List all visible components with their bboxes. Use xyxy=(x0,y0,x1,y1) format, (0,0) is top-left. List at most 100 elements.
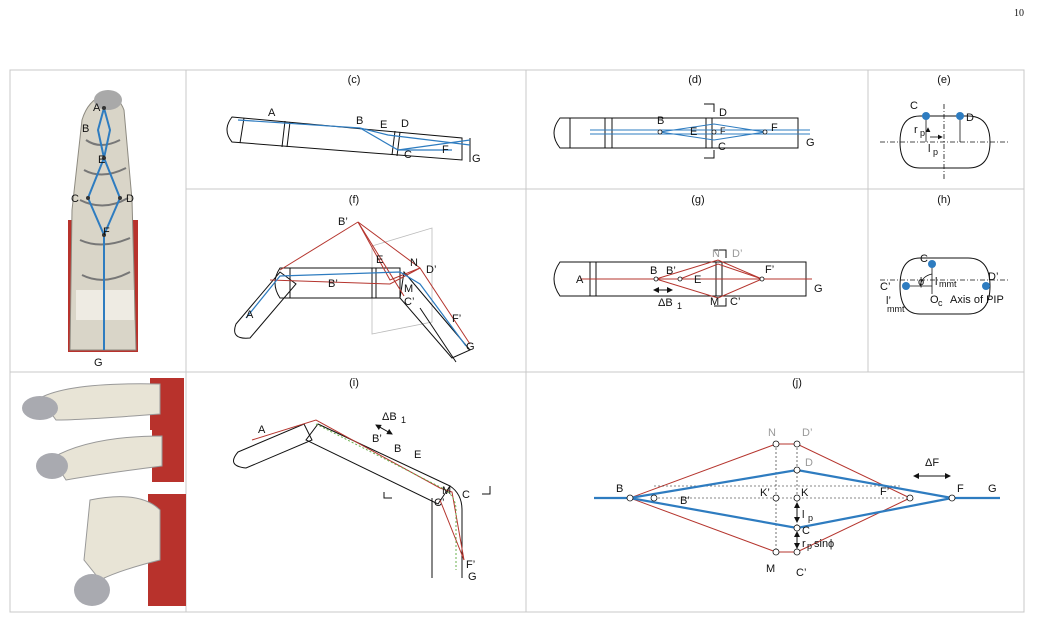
photo-label-g: G xyxy=(94,357,103,369)
h-label-o: O xyxy=(930,294,939,306)
i-label-g: G xyxy=(468,571,477,583)
h-label-mmt2: mmt xyxy=(887,304,905,314)
d-label-c: C xyxy=(718,141,726,153)
h-label-phi: ϕ xyxy=(918,276,924,288)
j-label-f: F xyxy=(957,483,964,495)
j-label-d2: D’ xyxy=(802,427,812,439)
f-label-b-top: B’ xyxy=(338,216,348,228)
j-label-sinphi: sinϕ xyxy=(814,538,834,550)
g-label-delta: ΔB xyxy=(658,297,673,309)
i-label-b2: B’ xyxy=(372,433,382,445)
d-label-d: D xyxy=(719,107,727,119)
caption-h: (h) xyxy=(937,194,950,206)
i-label-e: E xyxy=(414,449,421,461)
f-label-f: F’ xyxy=(452,313,461,325)
j-label-n: N xyxy=(768,427,776,439)
photo-finger-sequence xyxy=(22,378,186,606)
j-label-g: G xyxy=(988,483,997,495)
panel-e: (e) C D r p l p xyxy=(880,74,1010,180)
g-label-e: E xyxy=(694,274,701,286)
j-label-f2: F’ xyxy=(880,486,889,498)
i-label-delta-sub: 1 xyxy=(401,415,406,425)
h-label-c-sub: c xyxy=(938,298,943,308)
h-label-c2: C’ xyxy=(880,281,890,293)
g-label-a: A xyxy=(576,274,584,286)
caption-g: (g) xyxy=(691,194,704,206)
e-label-c: C xyxy=(910,100,918,112)
caption-f: (f) xyxy=(349,194,359,206)
caption-i: (i) xyxy=(349,377,359,389)
h-label-d: D’ xyxy=(988,271,998,283)
c-label-a: A xyxy=(268,107,276,119)
c-label-g: G xyxy=(472,153,481,165)
h-label-l: l xyxy=(935,276,937,288)
i-label-a: A xyxy=(258,424,266,436)
j-label-d: D xyxy=(805,457,813,469)
j-label-b2: B’ xyxy=(680,495,690,507)
f-label-b-mid: B’ xyxy=(328,278,338,290)
caption-c: (c) xyxy=(348,74,361,86)
h-label-lprime: l’ xyxy=(886,295,891,307)
d-label-e: E xyxy=(690,126,697,138)
e-label-l: l xyxy=(928,143,930,155)
g-label-n: N xyxy=(712,248,720,260)
c-label-c: C xyxy=(404,149,412,161)
h-label-mmt: mmt xyxy=(939,279,957,289)
c-label-b: B xyxy=(356,115,363,127)
caption-j: (j) xyxy=(792,377,802,389)
j-label-m: M xyxy=(766,563,775,575)
j-label-c: C xyxy=(802,525,810,537)
caption-d: (d) xyxy=(688,74,701,86)
photo-finger-top: A B E C D F G xyxy=(68,90,138,369)
panel-g: (g) N D’ A B B’ E F’ G ΔB 1 M C’ xyxy=(553,194,823,311)
g-label-d: D’ xyxy=(732,248,742,260)
panel-d: (d) B D F E C F G xyxy=(553,74,815,159)
e-label-d: D xyxy=(966,112,974,124)
e-label-p2: p xyxy=(933,147,938,157)
f-label-a: A xyxy=(246,309,254,321)
c-label-d: D xyxy=(401,118,409,130)
j-label-c2: C’ xyxy=(796,567,806,579)
caption-e: (e) xyxy=(937,74,950,86)
i-label-m: M xyxy=(442,485,451,497)
i-label-f: F’ xyxy=(466,559,475,571)
g-label-b: B xyxy=(650,265,657,277)
f-label-m: M xyxy=(404,283,413,295)
panel-j: (j) N D’ D ΔF B B’ K’ K xyxy=(594,377,1000,579)
j-label-k2: K’ xyxy=(760,487,770,499)
e-label-p1: p xyxy=(920,128,925,138)
photo-label-c: C xyxy=(71,193,79,205)
page-number: 10 xyxy=(1014,8,1024,19)
panel-h: (h) C C’ ϕ l mmt D’ O c Axis of PIP l’ m… xyxy=(880,194,1010,315)
photo-label-a: A xyxy=(93,102,101,114)
j-label-delta-f: ΔF xyxy=(925,457,939,469)
h-label-axis: Axis of PIP xyxy=(950,294,1004,306)
d-label-b: B xyxy=(657,115,664,127)
j-label-r: r xyxy=(802,538,806,550)
panel-f: (f) B’ E N D’ B’ M C’ F’ A G xyxy=(234,194,475,363)
c-label-f: F xyxy=(442,144,449,156)
f-label-g: G xyxy=(466,341,475,353)
photo-label-b: B xyxy=(82,123,89,135)
j-label-l: l xyxy=(802,509,804,521)
photo-label-e: E xyxy=(98,154,105,166)
i-label-c: C xyxy=(462,489,470,501)
panel-c: (c) A B E D C F G xyxy=(226,74,481,165)
g-label-c: C’ xyxy=(730,296,740,308)
d-label-f: F xyxy=(771,122,778,134)
g-label-b2: B’ xyxy=(666,265,676,277)
j-label-p2: p xyxy=(807,541,812,551)
f-label-d: D’ xyxy=(426,264,436,276)
f-label-n: N xyxy=(410,257,418,269)
i-label-c2: C’ xyxy=(434,497,444,509)
j-label-b: B xyxy=(616,483,623,495)
j-label-p1: p xyxy=(808,513,813,523)
g-label-g: G xyxy=(814,283,823,295)
f-label-c: C’ xyxy=(404,296,414,308)
c-label-e: E xyxy=(380,119,387,131)
g-label-delta-sub: 1 xyxy=(677,301,682,311)
g-label-f: F’ xyxy=(765,264,774,276)
photo-label-f: F xyxy=(103,226,110,238)
j-label-k: K xyxy=(801,487,809,499)
